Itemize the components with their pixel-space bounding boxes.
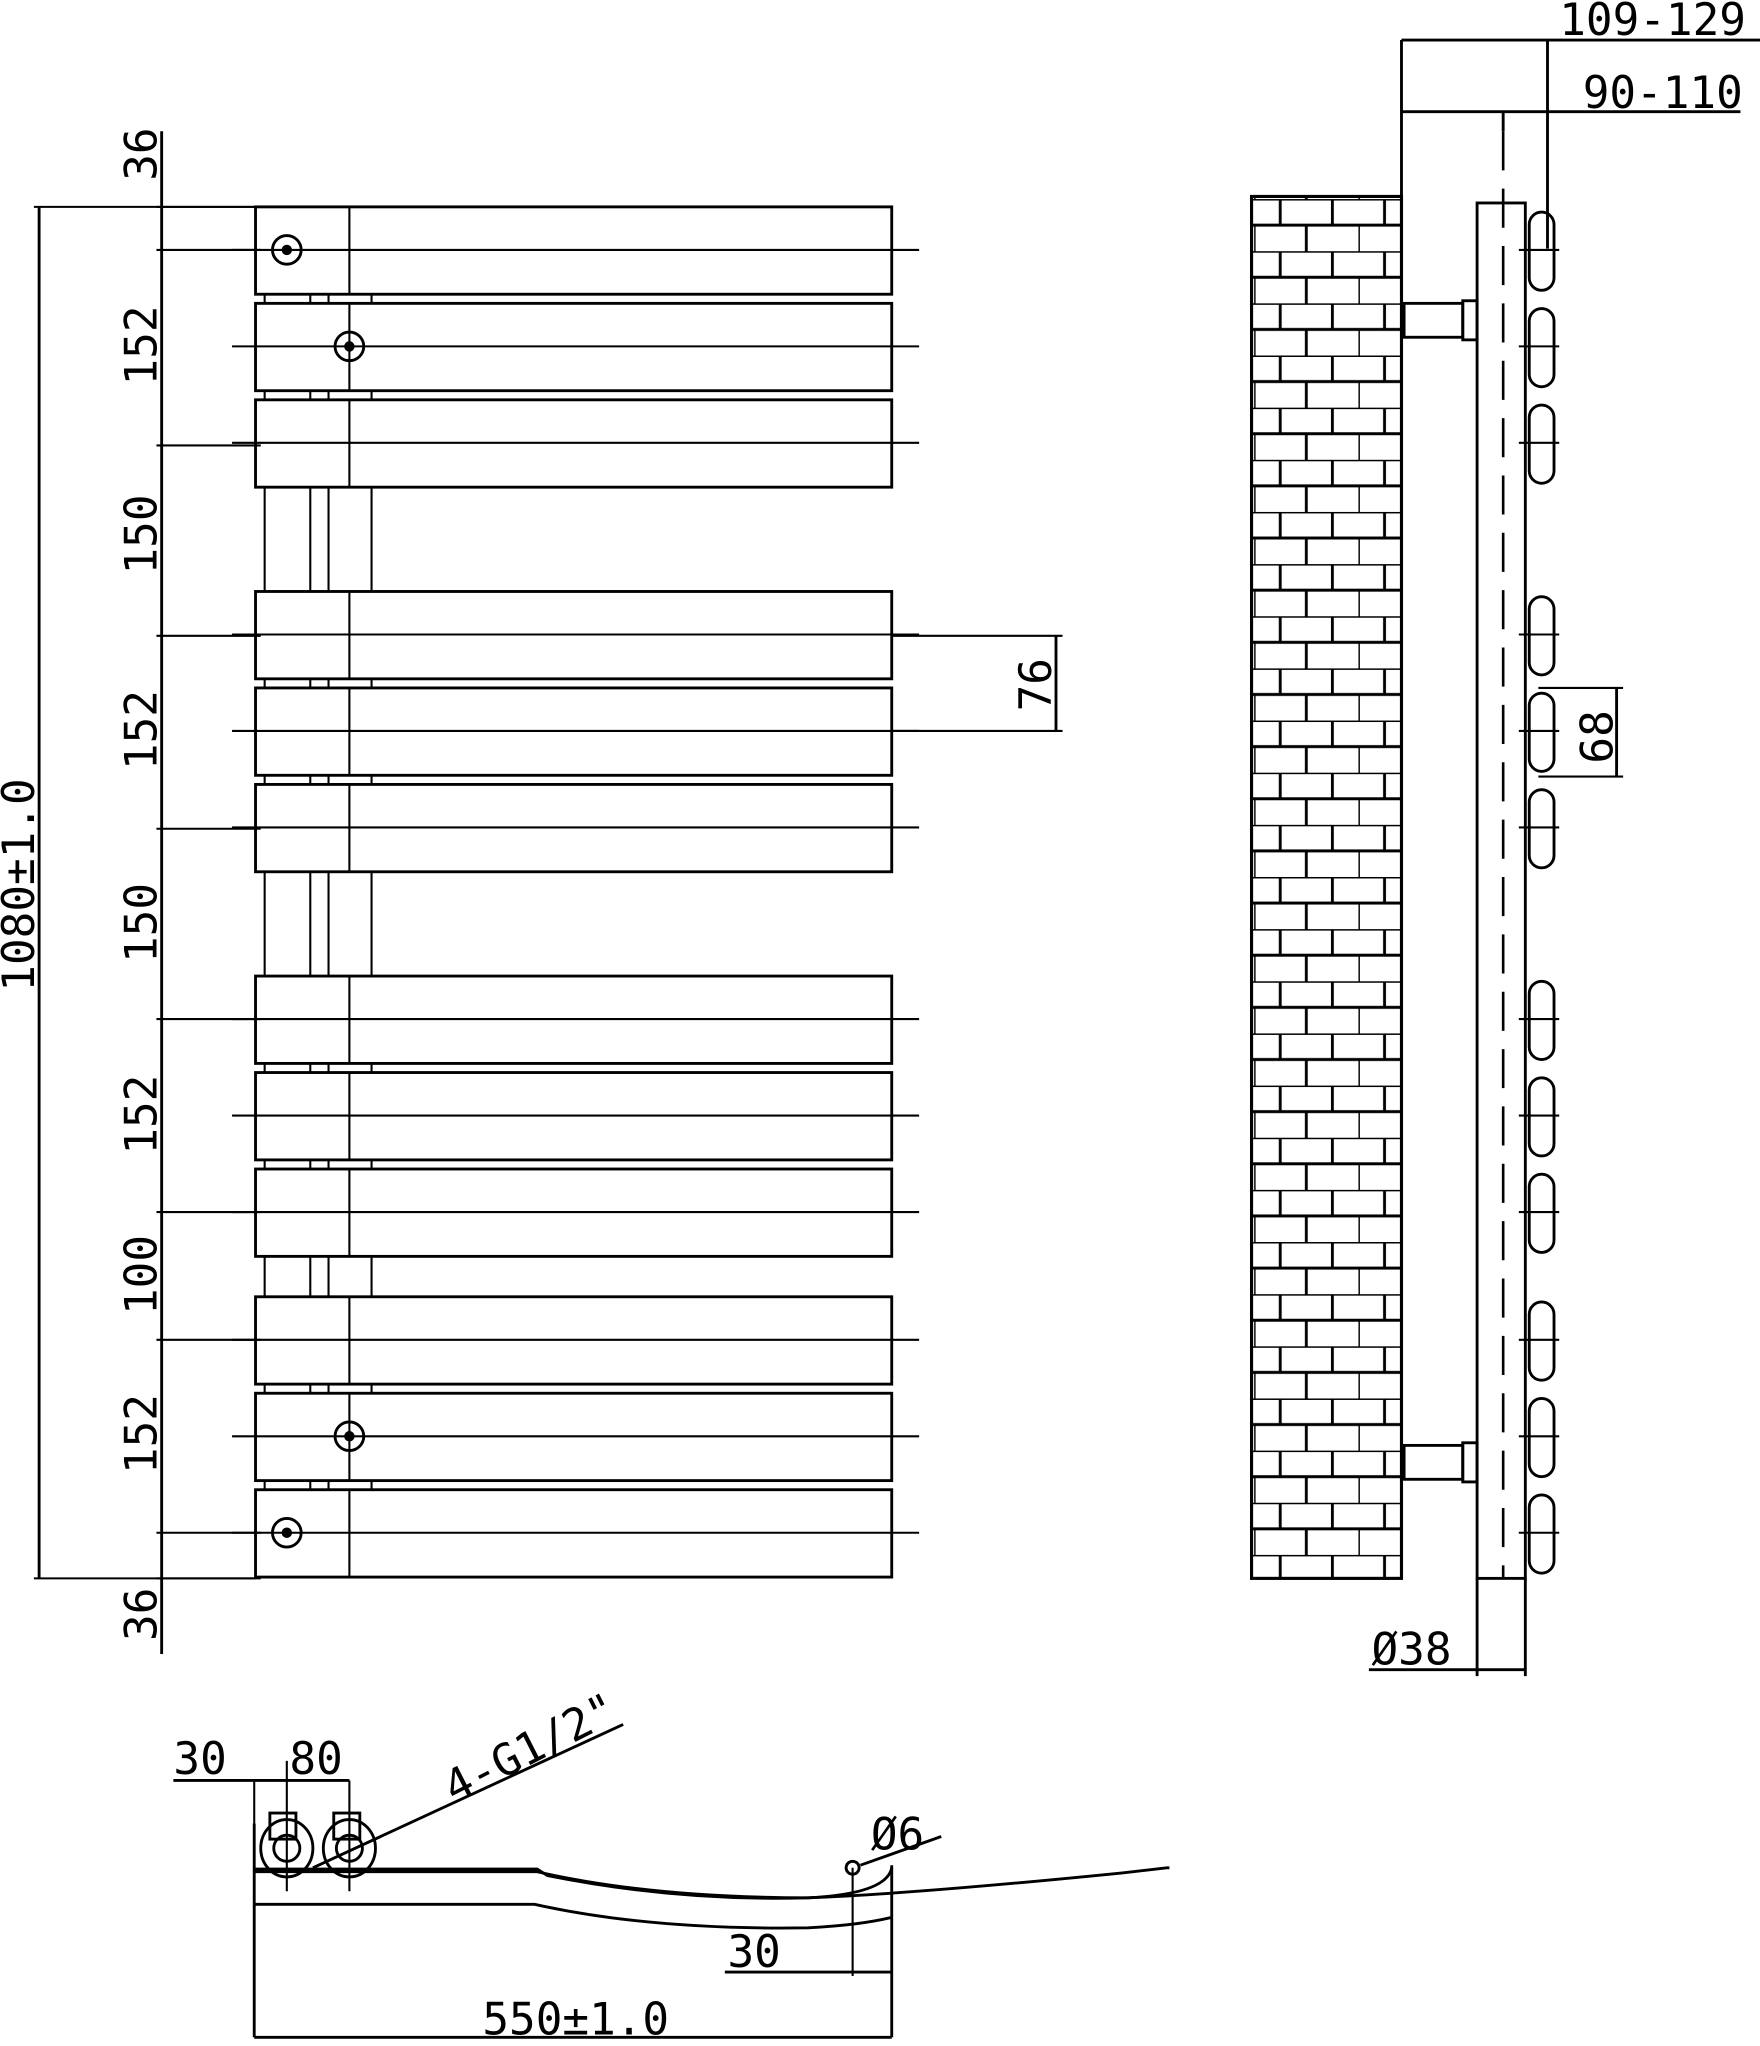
bar-spacing-label: 68 <box>1573 710 1624 763</box>
bar-profile <box>1527 1172 1556 1254</box>
connections-label: 4-G1/2" <box>436 1683 626 1813</box>
collector-diameter-label: Ø38 <box>1371 1624 1451 1675</box>
bar-profile <box>1527 210 1556 292</box>
bar-height-dimension: 76 <box>891 634 1063 733</box>
wall-bracket-bottom <box>1402 1441 1479 1484</box>
wall-bracket-top <box>1402 299 1479 342</box>
side-bar-profiles <box>1518 210 1560 1575</box>
hole-diameter-label: Ø6 <box>871 1810 924 1861</box>
overall-height-dimension: 1080±1.0 <box>0 205 256 1580</box>
pipe-centres-label: 80 <box>289 1734 342 1785</box>
front-view: 36 152 150 152 150 152 100 152 36 1080±1.0 76 <box>0 127 1063 1654</box>
side-view: 109-129 90-110 68 Ø38 <box>1249 0 1760 1677</box>
bar-height-label: 76 <box>1011 658 1062 711</box>
bar-profile <box>1527 1076 1556 1158</box>
depth-outer-label: 109-129 <box>1559 0 1746 46</box>
collector-tube <box>1475 201 1527 1580</box>
bar-profile <box>1527 979 1556 1061</box>
bar-profile <box>1527 1300 1556 1382</box>
bar-profile <box>1527 595 1556 677</box>
depth-inner-label: 90-110 <box>1583 68 1743 119</box>
spacing-label: 36 <box>116 127 167 180</box>
spacing-label: 100 <box>116 1235 167 1315</box>
spacing-label: 150 <box>116 494 167 574</box>
bar-profile <box>1527 307 1556 389</box>
spacing-label: 152 <box>116 690 167 770</box>
pipe-connection-markers <box>271 234 366 1549</box>
towel-bars <box>254 205 894 1579</box>
width-label: 550±1.0 <box>482 1995 669 2046</box>
bar-profile <box>1527 1397 1556 1479</box>
bar-profile <box>1527 788 1556 870</box>
bar-profile <box>1527 691 1556 773</box>
wall-brick <box>1249 194 1404 1580</box>
overall-height-label: 1080±1.0 <box>0 778 45 991</box>
offset-label: 30 <box>173 1734 226 1785</box>
bar-centerlines <box>232 248 920 1534</box>
spacing-label: 152 <box>116 1394 167 1474</box>
left-dimension-chain: 36 152 150 152 150 152 100 152 36 <box>116 127 261 1654</box>
bottom-view: 30 80 4-G1/2" Ø6 30 550±1.0 <box>173 1683 1170 2046</box>
spacing-label: 36 <box>116 1588 167 1641</box>
hole-offset-label: 30 <box>727 1927 780 1978</box>
bar-profile <box>1527 1493 1556 1575</box>
spacing-label: 150 <box>116 883 167 963</box>
bar-profile <box>1527 403 1556 485</box>
spacing-label: 152 <box>116 1075 167 1155</box>
spacing-label: 152 <box>116 305 167 385</box>
